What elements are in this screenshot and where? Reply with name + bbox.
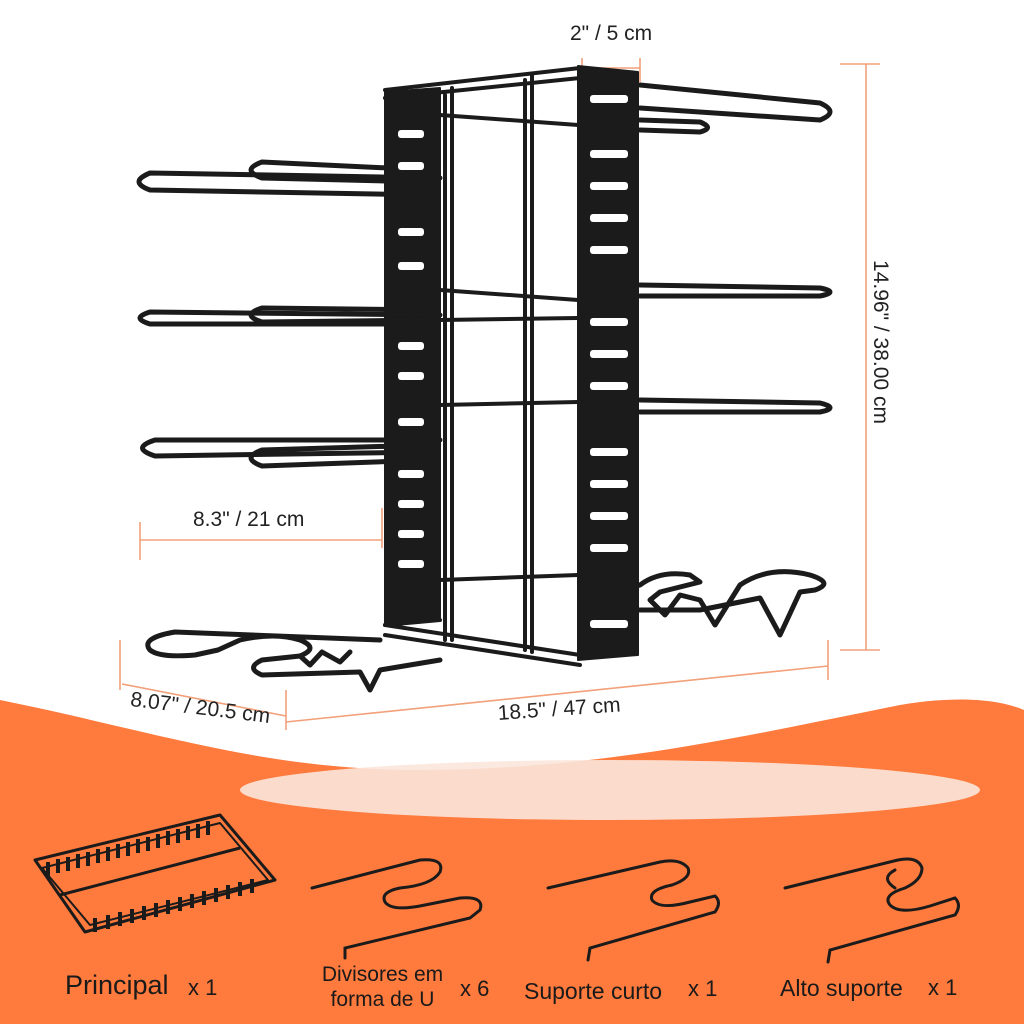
dimension-top: 2" / 5 cm <box>570 22 653 45</box>
part-qty-principal: x 1 <box>188 975 218 1000</box>
part-qty-u-divider: x 6 <box>460 976 490 1001</box>
part-short-support-image <box>546 859 720 962</box>
part-qty-tall-support: x 1 <box>928 975 958 1000</box>
part-label-u-divider: Divisores em forma de U <box>321 963 444 1011</box>
part-principal-image <box>33 813 277 934</box>
part-label-tall-support: Alto suporte <box>780 975 903 1001</box>
part-u-divider-image <box>310 858 483 960</box>
part-label-short-support: Suporte curto <box>524 978 663 1004</box>
panel-slots <box>398 95 628 628</box>
floor-shadow <box>240 760 980 820</box>
dimension-height: 14.96" / 38.00 cm <box>869 260 892 424</box>
part-qty-short-support: x 1 <box>688 976 718 1001</box>
part-tall-support-image <box>783 857 960 964</box>
main-rack <box>136 65 833 693</box>
dimension-lines <box>119 58 880 730</box>
part-label-principal: Principal <box>65 970 169 1000</box>
dimension-shelf-depth: 8.3" / 21 cm <box>193 508 305 531</box>
